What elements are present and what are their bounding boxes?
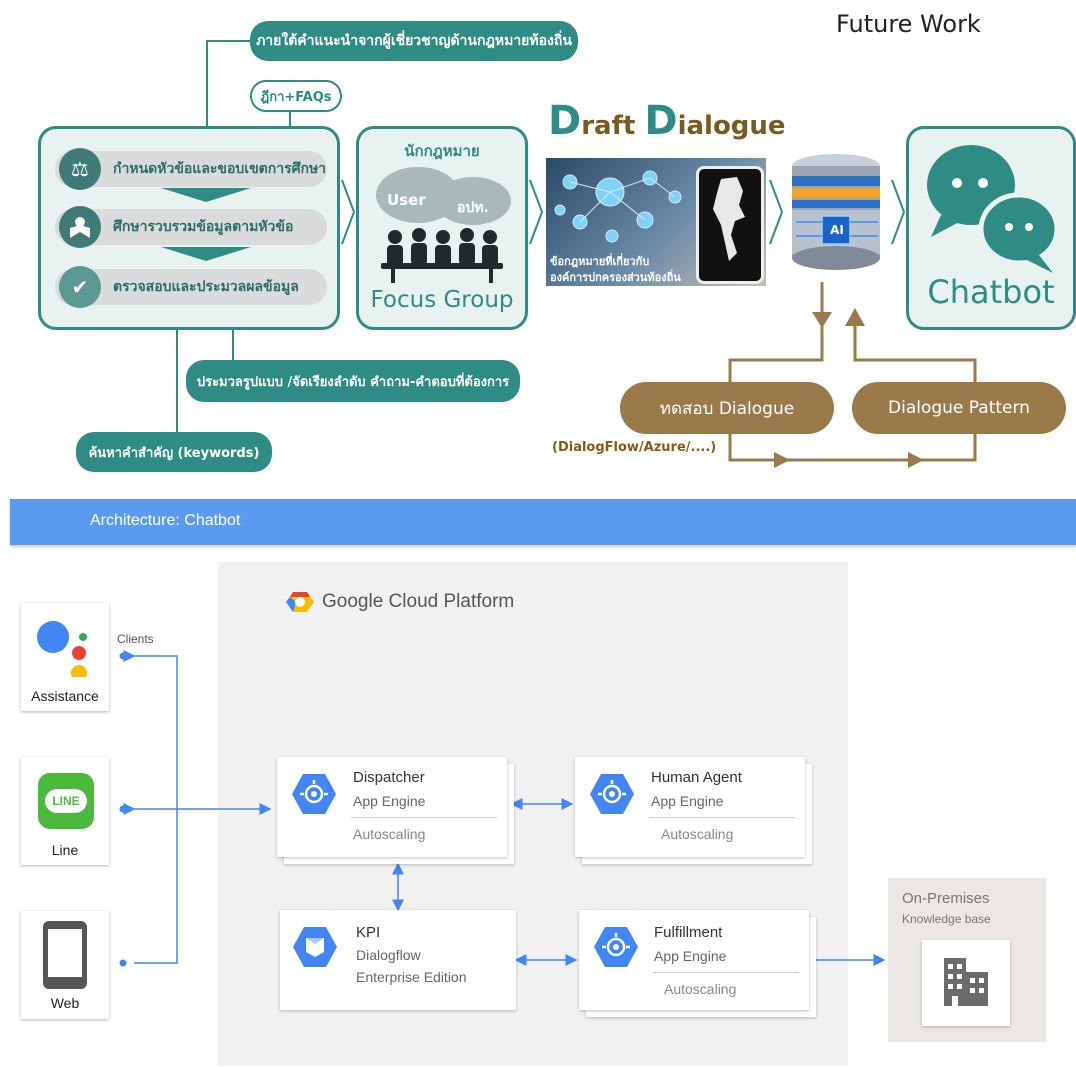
- expert-guidance-label: ภายใต้คำแนะนำจากผู้เชี่ยวชาญด้านกฎหมายท้…: [250, 21, 578, 61]
- service-title: Human Agent: [651, 769, 742, 786]
- tablet-icon: [43, 921, 87, 989]
- kpi-service-card[interactable]: KPI Dialogflow Enterprise Edition: [280, 910, 516, 1010]
- client-line-card[interactable]: LINE Line: [21, 757, 109, 865]
- faq-label: ฎีกา+FAQs: [250, 80, 342, 112]
- phone-graphic: [696, 166, 764, 284]
- reader-icon: [59, 206, 101, 248]
- draft-text: raft: [581, 111, 645, 141]
- gcp-platform-text: Cloud Platform: [383, 591, 515, 612]
- scales-icon: ⚖: [59, 148, 101, 190]
- service-title: KPI: [356, 924, 381, 941]
- gcp-google-text: Google: [322, 591, 384, 612]
- study-steps-panel: กำหนดหัวข้อและขอบเขตการศึกษา ⚖ ศึกษารวบร…: [38, 126, 340, 330]
- user-bubble-label: User: [387, 191, 426, 209]
- opt-bubble-label: อปท.: [457, 200, 489, 216]
- service-divider: [649, 817, 795, 818]
- service-subtitle: App Engine: [651, 793, 724, 809]
- process-label: ประมวลรูปแบบ /จัดเรียงลำดับ คำถาม-คำตอบท…: [186, 360, 520, 402]
- lawyer-label: นักกฎหมาย: [404, 142, 480, 160]
- step-row: ศึกษารวบรวมข้อมูลตามหัวข้อ: [55, 209, 327, 245]
- chatbot-panel: Chatbot: [906, 126, 1076, 330]
- speech-bubbles-icon: [376, 167, 511, 225]
- line-icon: LINE: [38, 773, 94, 829]
- step-label: ศึกษารวบรวมข้อมูลตามหัวข้อ: [113, 219, 294, 235]
- gcp-logo-icon: [286, 592, 314, 612]
- google-assistant-icon: [37, 621, 87, 677]
- caption-line1: ข้อกฎหมายที่เกี่ยวกับ: [550, 255, 650, 268]
- knowledge-base-card[interactable]: [922, 940, 1010, 1026]
- client-web-card[interactable]: Web: [21, 911, 109, 1019]
- step-label: กำหนดหัวข้อและขอบเขตการศึกษา: [113, 161, 327, 177]
- dialogflow-note: (DialogFlow/Azure/....): [552, 440, 717, 455]
- keywords-label: ค้นหาคำสำคัญ (keywords): [76, 432, 272, 472]
- ai-label: AI: [830, 223, 844, 237]
- app-engine-icon: [594, 927, 638, 967]
- test-dialogue-pill: ทดสอบ Dialogue: [620, 382, 834, 434]
- future-work-label: Future Work: [836, 10, 981, 38]
- dispatcher-service-card[interactable]: Dispatcher App Engine Autoscaling: [277, 757, 507, 857]
- architecture-connectors: [119, 650, 886, 967]
- caption-line2: องค์การปกครองส่วนท้องถิ่น: [550, 271, 681, 284]
- meeting-people-icon: [381, 228, 503, 283]
- service-footer: Autoscaling: [661, 826, 734, 842]
- on-prem-subtitle: Knowledge base: [902, 912, 991, 926]
- thailand-map-icon: [713, 177, 745, 261]
- app-engine-icon: [590, 774, 634, 814]
- dialogue-d-letter: D: [644, 98, 678, 144]
- clients-label: Clients: [117, 632, 154, 646]
- ai-database-icon: [792, 154, 880, 270]
- down-arrow-icon: [161, 188, 251, 202]
- down-arrow-icon: [161, 247, 251, 261]
- client-assistance-card[interactable]: Assistance: [21, 603, 109, 711]
- on-premises-region: On-Premises Knowledge base: [888, 878, 1046, 1042]
- architecture-bar: Architecture: Chatbot: [10, 499, 1076, 545]
- service-footer: Autoscaling: [664, 981, 737, 997]
- service-subtitle: App Engine: [353, 793, 426, 809]
- focus-group-label: Focus Group: [370, 287, 514, 313]
- gcp-title: Google Cloud Platform: [322, 591, 514, 613]
- client-name: Line: [51, 842, 79, 858]
- service-divider: [351, 817, 497, 818]
- dialogue-pattern-pill: Dialogue Pattern: [852, 382, 1066, 434]
- service-title: Dispatcher: [353, 769, 425, 786]
- fulfillment-service-card[interactable]: Fulfillment App Engine Autoscaling: [579, 910, 809, 1010]
- service-subtitle: Dialogflow: [356, 947, 421, 963]
- building-icon: [944, 958, 988, 1006]
- client-name: Web: [50, 995, 80, 1011]
- chatbot-label: Chatbot: [927, 273, 1055, 311]
- service-footer: Autoscaling: [353, 826, 426, 842]
- on-prem-title: On-Premises: [902, 890, 990, 907]
- draft-dialogue-image: ข้อกฎหมายที่เกี่ยวกับ องค์การปกครองส่วนท…: [546, 158, 766, 286]
- check-icon: ✔: [59, 266, 101, 308]
- architecture-title: Architecture: Chatbot: [90, 512, 241, 529]
- service-title: Fulfillment: [654, 924, 723, 941]
- service-subtitle-2: Enterprise Edition: [356, 969, 467, 985]
- dialogflow-icon: [293, 927, 337, 967]
- focus-group-panel: นักกฎหมาย User อปท. Focus Group: [356, 126, 528, 330]
- chat-bubbles-icon: [927, 145, 1060, 273]
- app-engine-icon: [292, 774, 336, 814]
- draft-dialogue-title: Draft Dialogue: [548, 98, 786, 144]
- client-name: Assistance: [31, 688, 99, 704]
- step-label: ตรวจสอบและประมวลผลข้อมูล: [113, 279, 299, 295]
- network-icons: [554, 170, 682, 243]
- service-divider: [653, 972, 799, 973]
- draft-d-letter: D: [548, 98, 582, 144]
- dialogue-text: ialogue: [677, 111, 786, 141]
- service-subtitle: App Engine: [654, 948, 727, 964]
- human-agent-service-card[interactable]: Human Agent App Engine Autoscaling: [575, 757, 805, 857]
